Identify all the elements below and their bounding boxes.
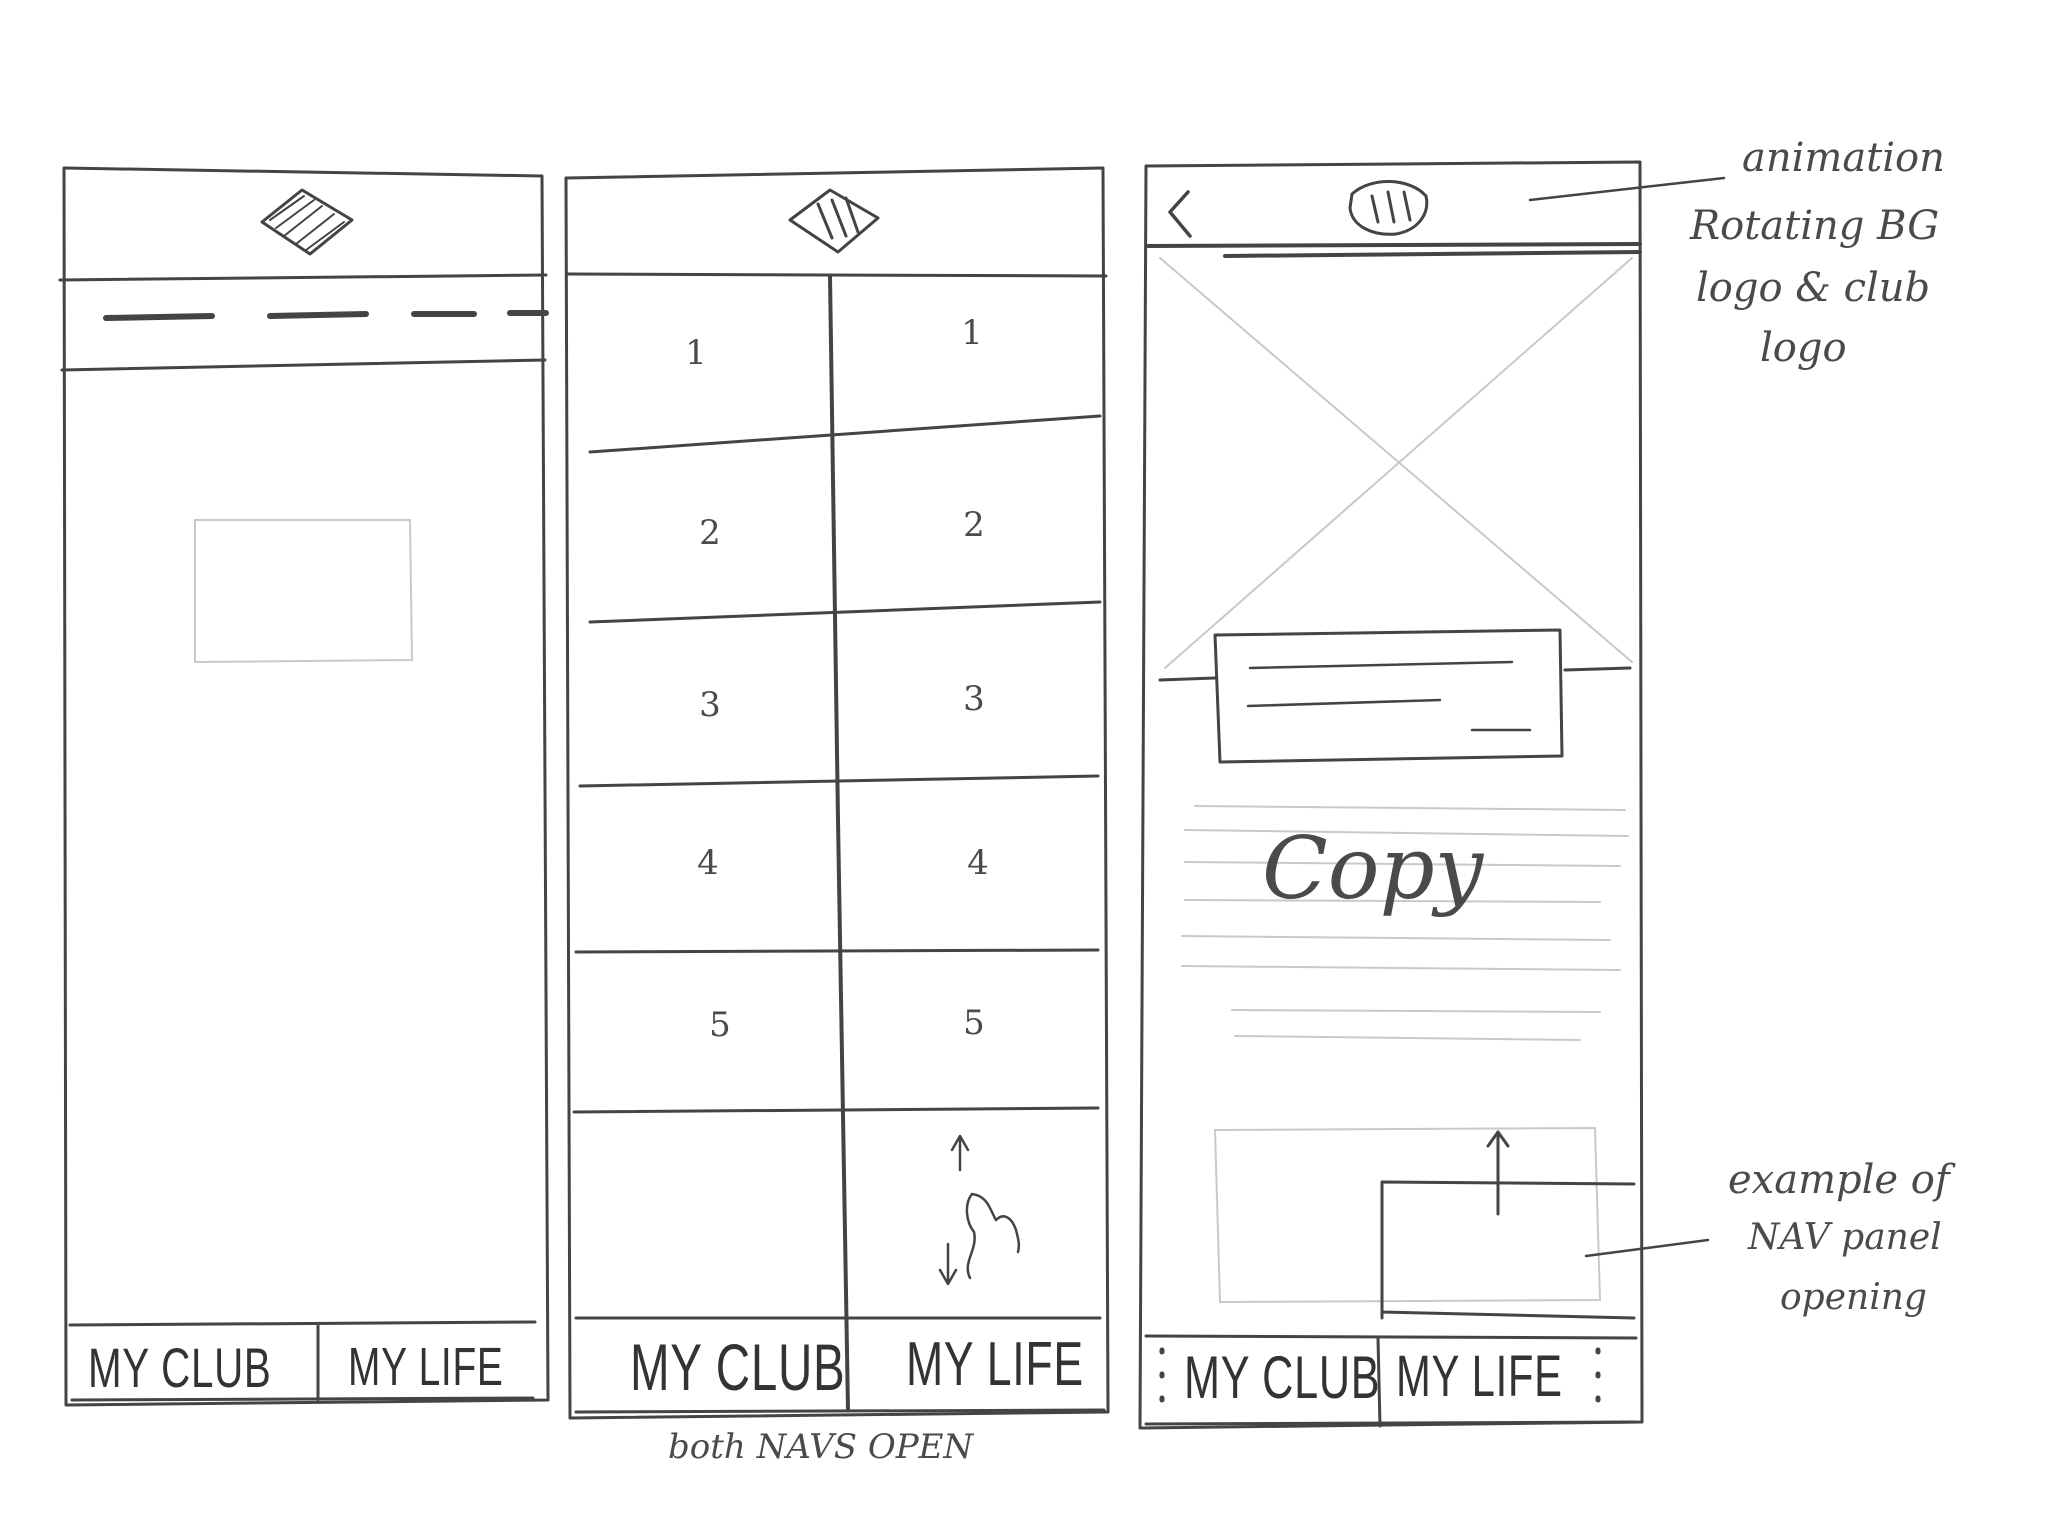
left-nav-item-4[interactable]: 4 [697,843,719,883]
screen-1-frame [58,166,550,1407]
annotation-top-line-2: Rotating BG [1690,203,1940,249]
swipe-gesture-icon [938,1134,1021,1286]
annotation-top-line-3: logo & club [1696,265,1931,311]
chevron-left-icon[interactable] [1168,190,1192,238]
right-nav-item-3[interactable]: 3 [963,679,985,719]
my-club-tab[interactable]: MY CLUB [630,1330,846,1404]
club-logo-icon [788,188,880,254]
screen-3-frame [1138,160,1644,1430]
screen-caption: both NAVS OPEN [668,1427,974,1467]
annotation-bottom-line-2: NAV panel [1748,1217,1942,1258]
annotation-top-line-1: animation [1742,135,1945,181]
club-logo-icon [260,188,354,256]
left-nav-item-2[interactable]: 2 [699,513,721,553]
left-nav-item-3[interactable]: 3 [699,685,721,725]
annotation-leader-bottom [1584,1238,1710,1258]
my-life-tab[interactable]: MY LIFE [906,1330,1084,1399]
my-life-tab[interactable]: MY LIFE [1396,1344,1563,1409]
my-club-tab[interactable]: MY CLUB [1184,1344,1381,1411]
annotation-top-line-4: logo [1760,325,1847,371]
my-club-tab[interactable]: MY CLUB [88,1336,272,1399]
right-nav-item-5[interactable]: 5 [963,1003,985,1043]
right-nav-item-4[interactable]: 4 [967,843,989,883]
right-nav-item-2[interactable]: 2 [963,505,985,545]
left-nav-item-1[interactable]: 1 [685,333,707,373]
right-nav-item-1[interactable]: 1 [961,313,983,353]
annotation-bottom-line-1: example of [1728,1157,1950,1203]
my-life-tab[interactable]: MY LIFE [348,1337,504,1397]
annotation-bottom-line-3: opening [1780,1277,1927,1318]
left-nav-item-5[interactable]: 5 [709,1005,731,1045]
copy-placeholder: Copy [1262,819,1484,919]
annotation-leader-top [1528,176,1726,202]
club-logo-icon [1348,180,1429,236]
screen-2-frame [564,166,1110,1420]
